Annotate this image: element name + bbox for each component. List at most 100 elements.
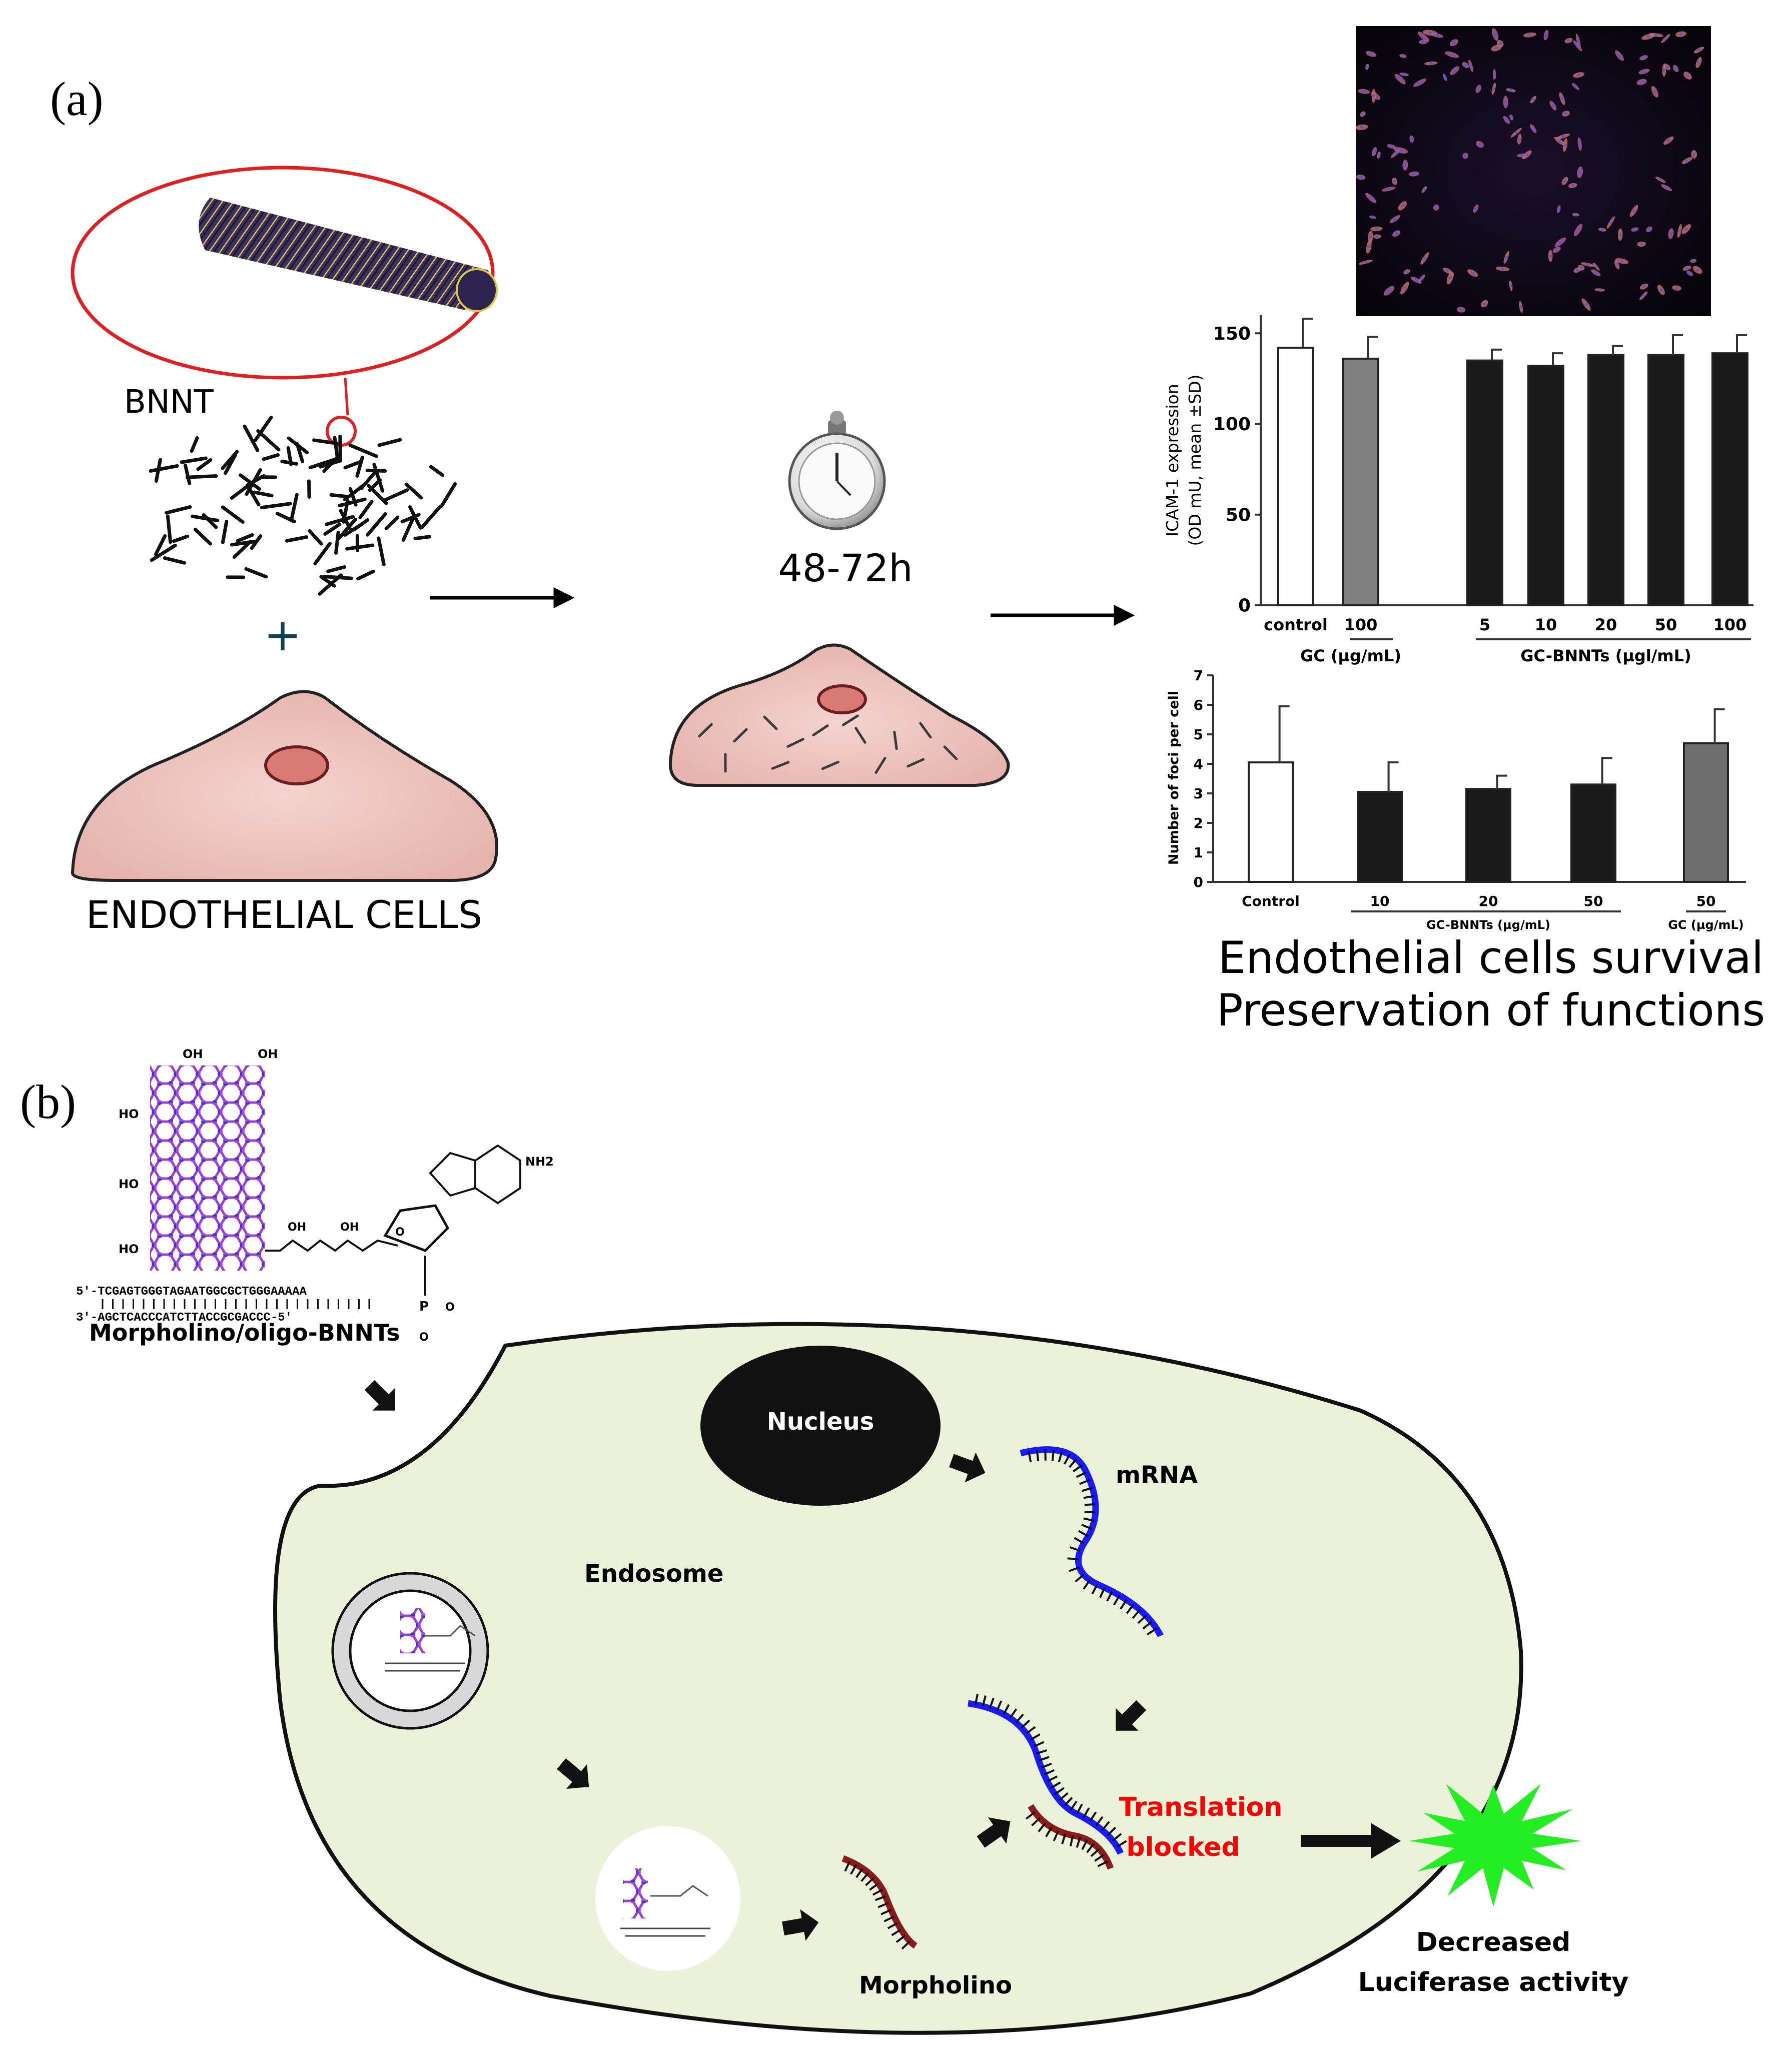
micrograph-cell-nucleus [1393,180,1396,183]
base-tick [1053,1830,1060,1841]
bnnt-stick [239,473,262,491]
micrograph-cell-nucleus [1544,34,1548,37]
plus-sign: + [264,609,301,661]
micrograph-cell-nucleus [1403,163,1407,167]
block-arrow [557,1758,589,1789]
base-tick [1069,1458,1078,1468]
base-tick [1099,1587,1106,1598]
micrograph-cell-nucleus [1571,184,1574,187]
bnnt-stick [180,456,208,464]
chart-y-label: (OD mU, mean ±SD) [1185,375,1205,546]
micrograph-cell-nucleus [1398,78,1402,81]
chart-bar [1465,788,1511,883]
micrograph-cell-nucleus [1579,266,1583,270]
base-tick [1044,1769,1055,1776]
micrograph-cell-nucleus [1360,126,1364,129]
endothelial-cell [71,690,499,882]
micrograph-cell-nucleus [1505,256,1508,259]
bnnt-stick [334,530,340,555]
conjugate-label: Morpholino/oligo-BNNTs [89,1319,400,1346]
endosome [331,1572,489,1730]
bnnt-stick [440,482,457,508]
chart-group-label: GC-BNNTs (µg/mL) [1426,918,1550,932]
micrograph-cell-nucleus [1453,69,1456,73]
nanotube-magnified [71,166,498,447]
bnnt-stick [842,714,859,726]
micrograph-cell-nucleus [1620,259,1623,263]
micrograph-cell-nucleus [1549,254,1552,258]
bnnt-stick [698,723,713,738]
bnnt-stick [285,535,309,543]
base-tick [1079,1479,1090,1485]
bnnt-stick [400,513,421,524]
chart-category-label: 10 [1535,615,1557,634]
micrograph-cell-nucleus [1642,285,1646,288]
micrograph-cell-nucleus [1574,213,1577,217]
micrograph-cell-nucleus [1561,135,1565,138]
micrograph-cell-nucleus [1474,207,1478,211]
micrograph-cell-nucleus [1679,33,1682,36]
micrograph-cell-nucleus [1450,53,1454,57]
base-tick [1075,1573,1085,1583]
micrograph-cell-nucleus [1422,188,1426,191]
base-tick [1015,1713,1024,1724]
bnnt-stick [343,459,364,470]
base-tick [1021,1719,1031,1729]
base-tick [1061,1833,1067,1844]
bnnt-stick [821,760,840,770]
micrograph-cell-nucleus [1685,159,1689,162]
micrograph-cell-nucleus [1367,245,1371,249]
base-tick [1069,1546,1081,1552]
micrograph-cell-nucleus [1576,228,1580,232]
base-tick [1058,1451,1063,1463]
base-tick [869,1882,879,1891]
base-tick [1036,1749,1048,1755]
base-tick [1003,1704,1010,1715]
micrograph-cell-nucleus [1567,39,1570,43]
base-tick [855,1867,863,1878]
base-tick [1033,1741,1045,1748]
micrograph-cell-nucleus [1560,97,1564,101]
micrograph-cell-nucleus [1518,138,1521,141]
micrograph-cell-nucleus [1375,227,1378,231]
micrograph-cell-nucleus [1377,154,1381,157]
micrograph-cell-nucleus [1642,70,1646,73]
block-arrow [1116,1700,1147,1731]
bnnt-stick [150,543,177,562]
base-tick [1116,1840,1127,1848]
bnnt-stick [290,493,299,521]
micrograph-cell-nucleus [1576,39,1580,43]
micrograph-cell-nucleus [1609,221,1612,224]
duplex-bases [974,1693,1127,1867]
micrograph-cell-nucleus [1369,196,1373,200]
micrograph-cell-nucleus [1390,145,1393,148]
svg-text:HO: HO [119,1107,139,1121]
micrograph-cell-nucleus [1520,154,1523,157]
bnnt-stick [345,543,375,551]
base-tick [1082,1487,1093,1492]
micrograph-cell-nucleus [1410,137,1413,141]
micrograph-cell-nucleus [1578,143,1581,146]
micrograph-cell-nucleus [1428,31,1432,35]
micrograph-cell-nucleus [1659,178,1662,182]
svg-text:O: O [419,1331,429,1344]
block-arrow [364,1380,395,1411]
bnnt-stick [352,518,370,532]
bnnt-stick [401,518,414,542]
morpholino-duplex-strand [1028,1804,1114,1870]
micrograph-cell-nucleus [1653,90,1656,94]
chart-category-label: 20 [1479,893,1498,909]
base-tick [865,1877,874,1886]
micrograph-cell-nucleus [1578,171,1582,174]
chart-y-tick-label: 3 [1194,785,1203,802]
bnnt-stick [230,540,256,547]
bnnt-stick [313,541,332,566]
bnnt-stick [246,484,261,507]
micrograph-cell-nucleus [1615,263,1619,267]
bnnt-stick [312,438,339,445]
bnnt-stick [919,722,932,739]
micrograph-cell-nucleus [1632,209,1636,213]
bnnt-stick [230,480,256,500]
micrograph-cell-nucleus [1369,52,1373,56]
micrograph-cell-nucleus [1509,284,1512,288]
